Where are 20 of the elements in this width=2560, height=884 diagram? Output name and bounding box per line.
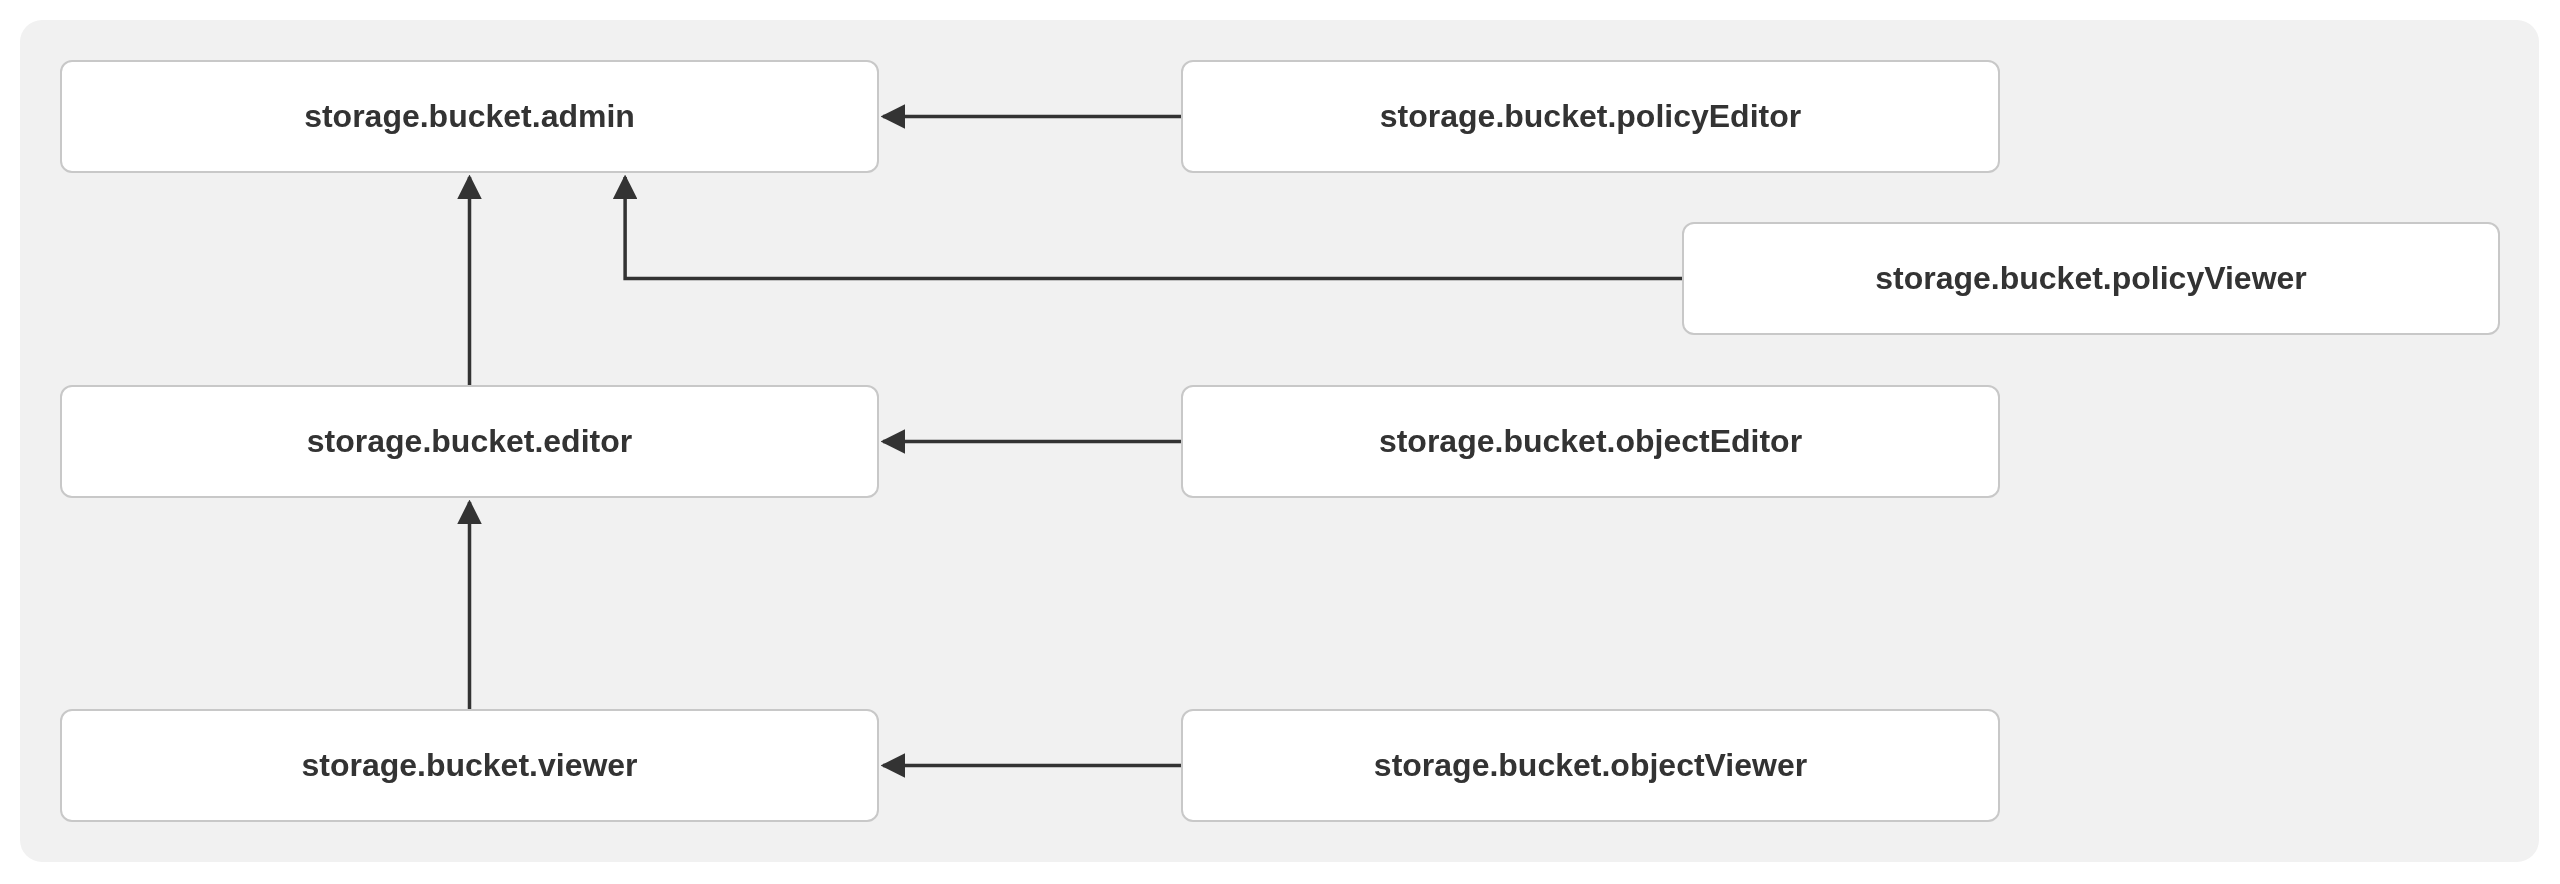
role-name: storage.bucket.viewer bbox=[301, 747, 638, 784]
role-box bbox=[1181, 385, 2000, 498]
role-box bbox=[1181, 709, 2000, 822]
arrow bbox=[880, 429, 1181, 454]
role-box bbox=[60, 709, 879, 822]
arrow bbox=[612, 174, 1682, 281]
role-name: storage.bucket.admin bbox=[304, 98, 635, 135]
arrow bbox=[880, 753, 1181, 778]
role-name: storage.bucket.objectViewer bbox=[1373, 747, 1808, 784]
arrow bbox=[457, 174, 482, 385]
role-box bbox=[1181, 60, 2000, 173]
arrow bbox=[457, 499, 482, 709]
arrow bbox=[880, 104, 1181, 129]
role-box bbox=[60, 60, 879, 173]
role-name: storage.bucket.objectEditor bbox=[1378, 423, 1803, 460]
role-box bbox=[1682, 222, 2500, 335]
role-box bbox=[60, 385, 879, 498]
role-name: storage.bucket.policyViewer bbox=[1875, 260, 2307, 297]
role-name: storage.bucket.policyEditor bbox=[1379, 98, 1802, 135]
role-name: storage.bucket.editor bbox=[306, 423, 633, 460]
